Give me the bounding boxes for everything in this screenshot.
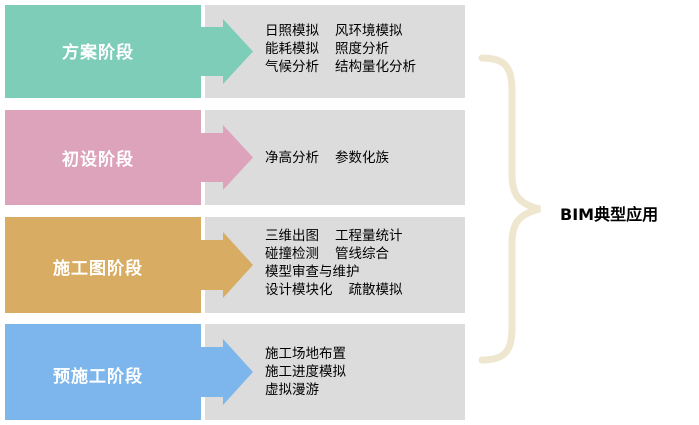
list-item: 施工进度模拟 — [265, 364, 346, 380]
arrow-shape — [5, 217, 253, 313]
stage-arrow-scheme — [5, 5, 255, 98]
arrow-shape — [5, 324, 253, 420]
stage-label-preliminary: 初设阶段 — [62, 150, 134, 170]
list-item: 施工场地布置 — [265, 346, 346, 362]
list-item: 净高分析参数化族 — [265, 150, 389, 166]
stage-items-pre-construction: 施工场地布置 施工进度模拟 虚拟漫游 — [265, 345, 346, 399]
brace-path — [478, 54, 541, 364]
list-item: 设计模块化疏散模拟 — [265, 282, 403, 298]
stage-label-scheme: 方案阶段 — [62, 43, 134, 63]
stage-label-construction-drawing: 施工图阶段 — [53, 259, 143, 279]
list-item: 模型审查与维护 — [265, 264, 360, 280]
list-item: 气候分析结构量化分析 — [265, 59, 416, 75]
curly-brace-icon — [478, 54, 548, 368]
arrow-shape — [5, 5, 253, 98]
list-item: 日照模拟风环境模拟 — [265, 23, 403, 39]
stage-items-scheme: 日照模拟风环境模拟 能耗模拟照度分析 气候分析结构量化分析 — [265, 22, 416, 76]
stage-arrow-preliminary — [5, 110, 255, 205]
summary-label: BIM典型应用 — [560, 205, 659, 224]
list-item: 三维出图工程量统计 — [265, 228, 403, 244]
stage-arrow-construction-drawing — [5, 217, 255, 313]
list-item: 能耗模拟照度分析 — [265, 41, 389, 57]
stage-items-preliminary: 净高分析参数化族 — [265, 149, 389, 167]
stage-arrow-pre-construction — [5, 324, 255, 420]
stage-label-pre-construction: 预施工阶段 — [53, 367, 143, 387]
stage-items-construction-drawing: 三维出图工程量统计 碰撞检测管线综合 模型审查与维护 设计模块化疏散模拟 — [265, 227, 403, 299]
list-item: 碰撞检测管线综合 — [265, 246, 389, 262]
arrow-shape — [5, 110, 253, 205]
list-item: 虚拟漫游 — [265, 382, 319, 398]
